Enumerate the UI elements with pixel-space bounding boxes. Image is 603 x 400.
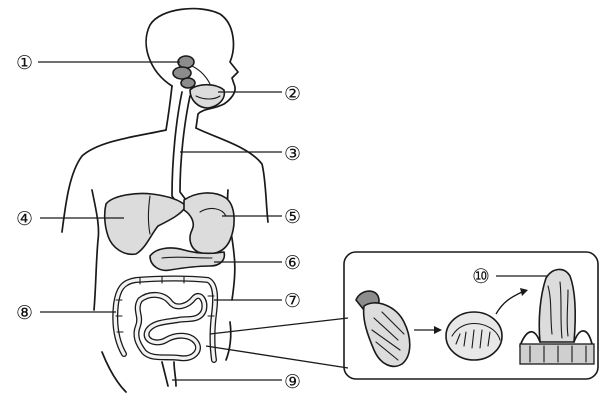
label-5: ⑤ — [284, 206, 301, 228]
label-6: ⑥ — [284, 252, 301, 274]
label-2: ② — [284, 83, 301, 105]
liver — [105, 193, 186, 254]
label-4: ④ — [16, 208, 33, 230]
stomach — [184, 193, 234, 254]
rectum — [162, 362, 176, 386]
label-9: ⑨ — [284, 371, 301, 393]
intestinal-wall — [446, 312, 502, 360]
label-8: ⑧ — [16, 302, 33, 324]
label-7: ⑦ — [284, 290, 301, 312]
villus-inset — [344, 252, 598, 379]
esophagus — [172, 92, 190, 202]
label-10: ⑩ — [472, 264, 490, 288]
label-1: ① — [16, 52, 33, 74]
oral-cavity — [190, 85, 224, 108]
small-intestine — [136, 295, 204, 358]
salivary-gland — [173, 56, 210, 88]
label-3: ③ — [284, 143, 301, 165]
